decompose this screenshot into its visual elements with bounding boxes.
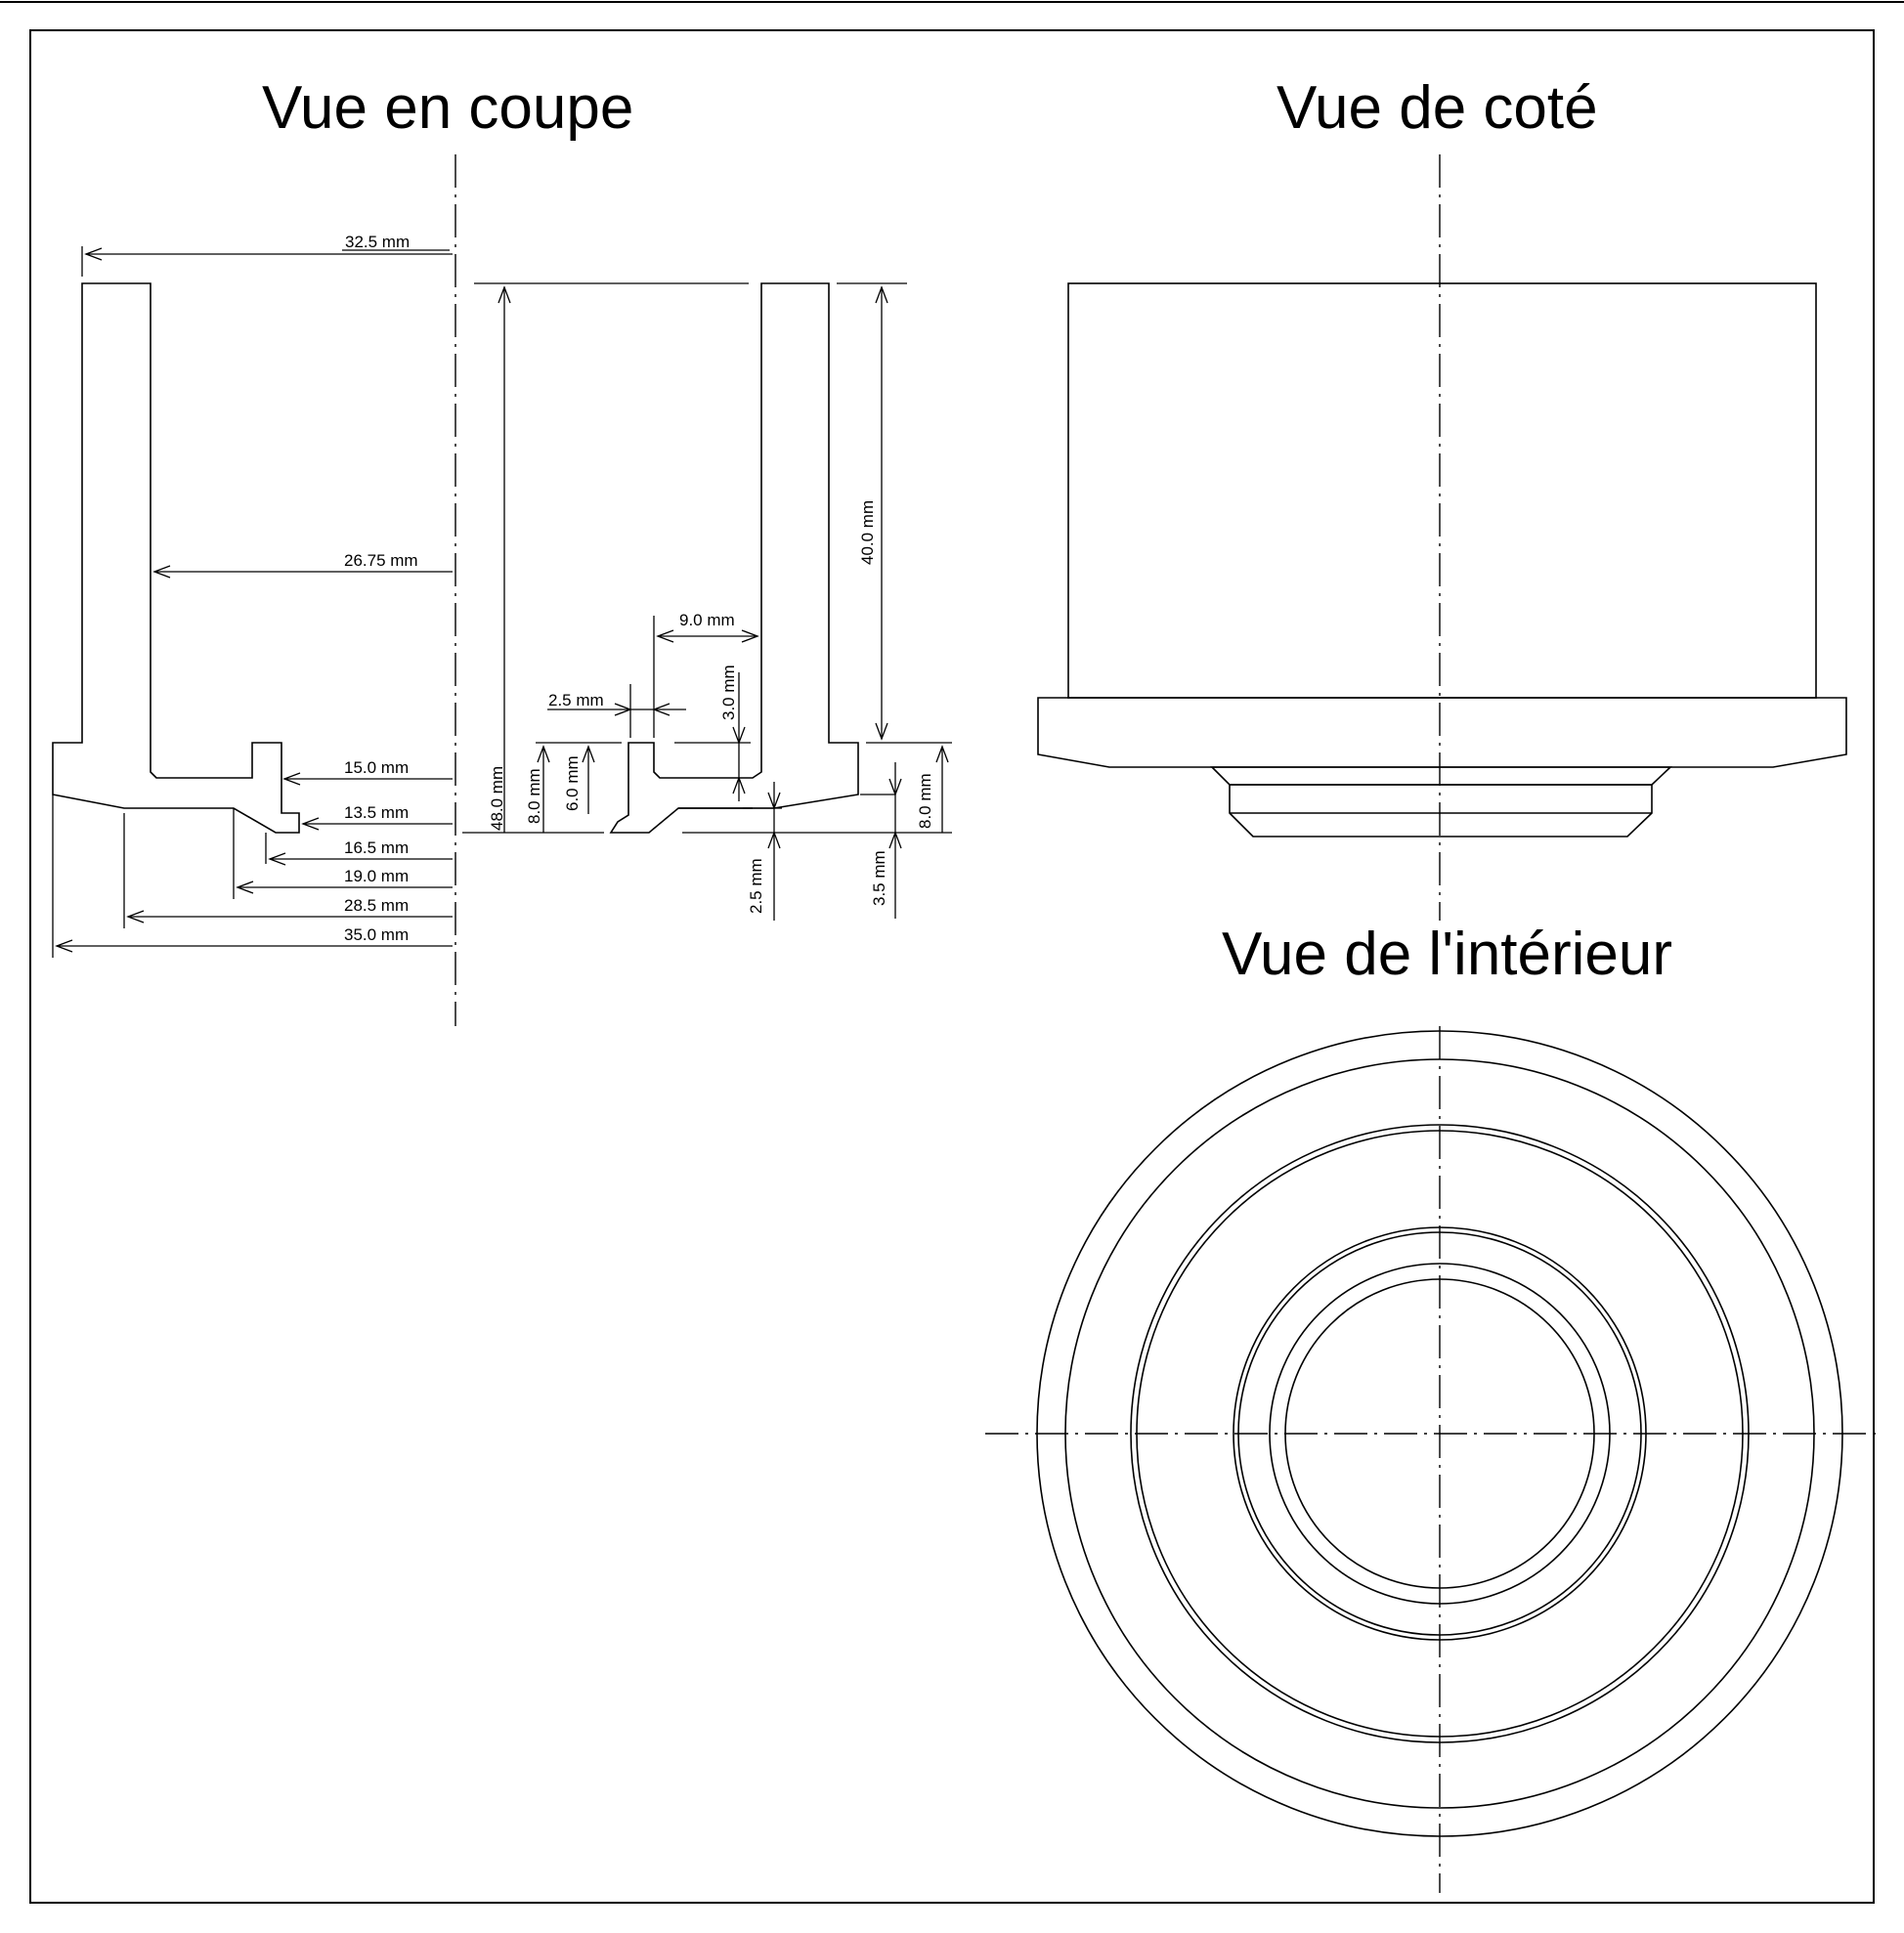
svg-text:6.0 mm: 6.0 mm — [563, 755, 582, 811]
svg-text:3.0 mm: 3.0 mm — [719, 665, 738, 720]
interior-circle-3 — [1130, 1124, 1750, 1743]
title-interior-view: Vue de l'intérieur — [1222, 921, 1672, 988]
side-body — [1067, 282, 1817, 699]
interior-circle-4 — [1136, 1130, 1744, 1738]
svg-text:28.5 mm: 28.5 mm — [344, 896, 409, 915]
side-bottom-ring — [1229, 784, 1653, 838]
title-section-view: Vue en coupe — [262, 74, 633, 142]
svg-text:40.0 mm: 40.0 mm — [858, 500, 877, 565]
dim-2-5-horizontal: 2.5 mm — [547, 691, 686, 716]
svg-text:16.5 mm: 16.5 mm — [344, 838, 409, 857]
drawing-frame — [29, 29, 1875, 1904]
svg-text:13.5 mm: 13.5 mm — [344, 803, 409, 822]
section-right-profile — [609, 282, 859, 834]
interior-circle-outer — [1036, 1030, 1843, 1837]
dim-26-75: 26.75 mm — [152, 551, 453, 579]
interior-circle-2 — [1064, 1058, 1815, 1809]
section-view: 32.5 mm 26.75 mm 15.0 mm 13.5 mm 16.5 mm… — [52, 154, 952, 1026]
dim-13-5: 13.5 mm — [301, 803, 453, 831]
section-left-profile — [52, 282, 300, 834]
svg-text:8.0 mm: 8.0 mm — [916, 773, 934, 829]
dim-2-5-vertical: 2.5 mm — [747, 782, 781, 921]
dim-40-0: 40.0 mm — [858, 285, 888, 741]
dim-8-0-left: 8.0 mm — [525, 745, 550, 833]
dim-8-0-right: 8.0 mm — [916, 745, 949, 833]
dim-3-5: 3.5 mm — [870, 762, 902, 919]
title-side-view: Vue de coté — [1277, 74, 1598, 142]
dim-32-5: 32.5 mm — [84, 233, 453, 261]
interior-circle-inner — [1284, 1278, 1595, 1589]
svg-text:26.75 mm: 26.75 mm — [344, 551, 418, 570]
svg-text:32.5 mm: 32.5 mm — [345, 233, 410, 251]
svg-text:3.5 mm: 3.5 mm — [870, 850, 888, 906]
dim-3-0: 3.0 mm — [719, 665, 746, 801]
side-view — [1037, 154, 1847, 921]
dim-15-0: 15.0 mm — [282, 758, 453, 786]
dim-6-0: 6.0 mm — [563, 745, 595, 814]
svg-text:15.0 mm: 15.0 mm — [344, 758, 409, 777]
side-flange — [1037, 697, 1847, 768]
svg-text:48.0 mm: 48.0 mm — [488, 766, 506, 831]
side-lower-step — [1210, 766, 1673, 786]
dim-19-0: 19.0 mm — [236, 867, 453, 894]
interior-circle-7 — [1269, 1263, 1611, 1605]
interior-circle-6 — [1237, 1231, 1642, 1636]
svg-text:9.0 mm: 9.0 mm — [679, 611, 735, 629]
interior-circle-5 — [1233, 1226, 1647, 1641]
svg-text:8.0 mm: 8.0 mm — [525, 768, 543, 824]
svg-text:35.0 mm: 35.0 mm — [344, 925, 409, 944]
dim-16-5: 16.5 mm — [268, 838, 453, 866]
dim-9-0: 9.0 mm — [656, 611, 759, 643]
interior-view — [985, 1026, 1882, 1893]
dim-35-0: 35.0 mm — [55, 925, 453, 953]
dim-28-5: 28.5 mm — [126, 896, 453, 924]
svg-text:19.0 mm: 19.0 mm — [344, 867, 409, 885]
svg-text:2.5 mm: 2.5 mm — [747, 858, 765, 914]
svg-text:2.5 mm: 2.5 mm — [548, 691, 604, 709]
dim-48-0: 48.0 mm — [488, 285, 511, 833]
